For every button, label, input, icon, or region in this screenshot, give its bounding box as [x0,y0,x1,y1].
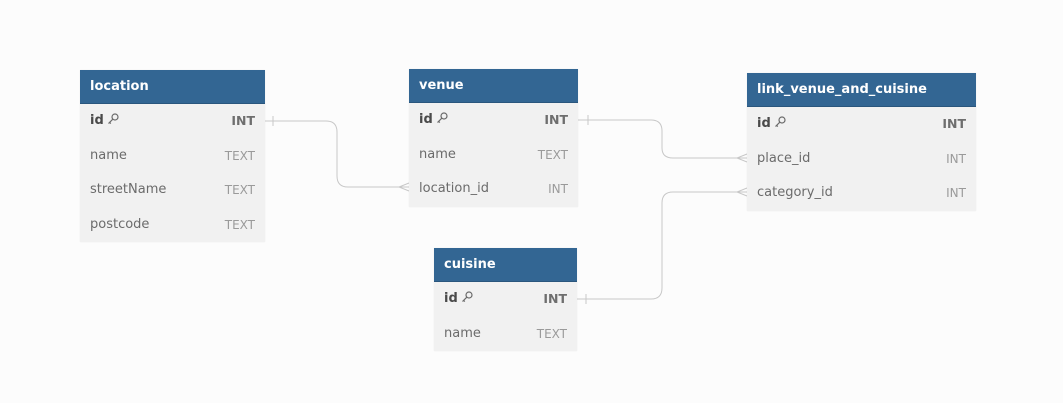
field-name: category_id [757,185,833,200]
field-type: TEXT [224,148,255,163]
field-name: name [419,146,456,162]
table-header[interactable]: venue [409,69,578,103]
field-row-id[interactable]: id INT [434,282,577,317]
field-row-postcode[interactable]: postcode TEXT [80,208,265,243]
field-type: INT [543,291,567,306]
field-name: name [444,325,481,341]
table-venue[interactable]: venue id INT name TEXT location_id INT [409,69,578,207]
field-row-place-id[interactable]: place_id INT [747,142,976,177]
field-type: INT [946,186,966,200]
field-row-id[interactable]: id INT [409,103,578,138]
field-type: TEXT [224,183,255,197]
many-cardinality-mark [735,187,748,197]
field-name: name [90,147,127,163]
field-type: INT [231,113,255,128]
field-type: INT [942,116,966,131]
relationship-venue-link[interactable] [578,115,748,163]
field-row-id[interactable]: id INT [747,107,976,142]
field-name: location_id [419,181,489,196]
field-name: id [444,291,458,306]
table-link-venue-and-cuisine[interactable]: link_venue_and_cuisine id INT place_id I… [747,73,976,211]
key-icon [774,116,786,128]
table-header[interactable]: location [80,70,265,104]
table-cuisine[interactable]: cuisine id INT name TEXT [434,248,577,351]
field-row-streetname[interactable]: streetName TEXT [80,173,265,208]
field-name: streetName [90,182,167,197]
key-icon [461,291,473,303]
field-row-name[interactable]: name TEXT [80,139,265,174]
table-header[interactable]: link_venue_and_cuisine [747,73,976,107]
table-header[interactable]: cuisine [434,248,577,282]
field-name: id [757,116,771,131]
field-type: TEXT [536,326,567,341]
table-location[interactable]: location id INT name TEXT streetName TEX… [80,70,265,242]
field-row-name[interactable]: name TEXT [434,317,577,352]
relationship-cuisine-link[interactable] [577,187,748,304]
field-name: postcode [90,216,150,232]
field-name: place_id [757,150,811,166]
field-type: TEXT [224,217,255,232]
key-icon [107,113,119,125]
field-name: id [90,113,104,128]
field-type: TEXT [537,147,568,162]
field-row-location-id[interactable]: location_id INT [409,172,578,207]
many-cardinality-mark [397,182,410,192]
field-type: INT [548,182,568,196]
many-cardinality-mark [735,153,748,163]
field-row-category-id[interactable]: category_id INT [747,176,976,211]
field-name: id [419,112,433,127]
field-type: INT [544,112,568,127]
field-type: INT [946,151,966,166]
key-icon [436,112,448,124]
field-row-id[interactable]: id INT [80,104,265,139]
field-row-name[interactable]: name TEXT [409,138,578,173]
relationship-location-venue[interactable] [265,116,410,192]
